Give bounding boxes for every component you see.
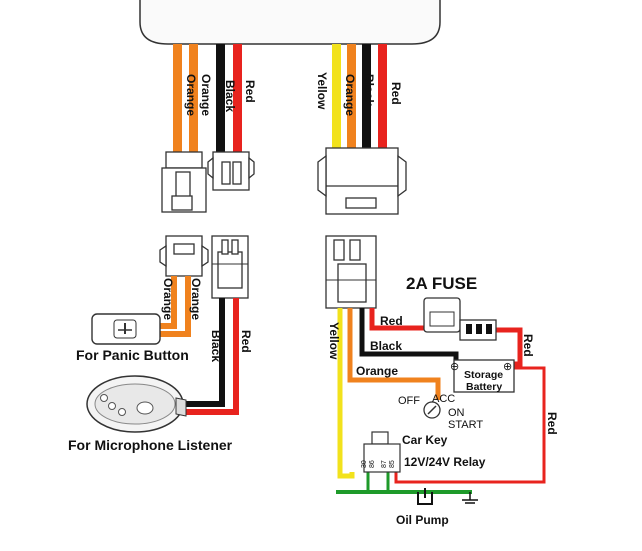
connector-mic-female — [211, 235, 249, 299]
relay-pin-85: 85 — [389, 460, 396, 468]
panic-wire-label-2: Orange — [189, 278, 203, 320]
relay-caption: 12V/24V Relay — [404, 455, 486, 469]
power-wires — [336, 308, 546, 494]
battery-label-line2: Battery — [466, 381, 502, 393]
battery-minus: ⊖ — [450, 361, 459, 373]
fuse-2a — [423, 297, 497, 341]
mic-wire-label-black: Black — [209, 330, 223, 362]
wire-orange-2 — [189, 44, 198, 152]
label-black: Black — [370, 339, 402, 353]
battery-label-line1: Storage — [464, 369, 503, 381]
fuse-title: 2A FUSE — [406, 274, 477, 293]
car-key-caption: Car Key — [402, 433, 448, 447]
storage-battery — [453, 359, 515, 393]
device-wires-left — [173, 44, 242, 152]
wire-label-orange-2: Orange — [199, 74, 213, 116]
wire-black-2 — [362, 44, 371, 148]
microphone-caption: For Microphone Listener — [68, 437, 233, 453]
wire-label-red-1: Red — [243, 80, 257, 103]
connector-power-male — [317, 147, 407, 215]
oil-pump — [417, 488, 433, 505]
wire-label-black-2: Black — [362, 74, 376, 106]
mic-wire-label-red: Red — [239, 330, 253, 353]
connector-panic-female — [159, 235, 209, 277]
key-off: OFF — [398, 395, 420, 407]
relay-12v-24v — [363, 431, 401, 473]
device-wires-right — [332, 44, 387, 148]
car-key-switch — [423, 401, 441, 419]
connector-mic-male — [207, 151, 255, 191]
panic-button-wires — [160, 276, 191, 337]
wire-label-black-1: Black — [223, 80, 237, 112]
battery-plus: ⊕ — [503, 361, 512, 373]
label-red-battery: Red — [521, 334, 535, 357]
panic-wire-label-1: Orange — [161, 278, 175, 320]
label-red-fuse: Red — [380, 314, 403, 328]
wire-yellow-1 — [332, 44, 341, 148]
panic-button-caption: For Panic Button — [76, 347, 189, 363]
connector-panic-male — [161, 151, 207, 213]
wire-label-orange-1: Orange — [184, 74, 198, 116]
wire-label-yellow-1: Yellow — [315, 72, 329, 110]
wire-orange-1 — [173, 44, 182, 152]
tracker-device-body — [139, 0, 441, 45]
microphone-wires — [180, 298, 239, 415]
label-red-relay: Red — [545, 412, 559, 435]
relay-pin-30: 30 — [361, 460, 368, 468]
wire-red-2 — [378, 44, 387, 148]
key-start: START — [448, 419, 483, 431]
relay-pin-86: 86 — [369, 460, 376, 468]
panic-button-device — [91, 313, 161, 345]
key-on: ON — [448, 407, 465, 419]
label-orange: Orange — [356, 364, 398, 378]
wire-orange-3 — [347, 44, 356, 148]
wire-black-1 — [216, 44, 225, 152]
relay-pin-87: 87 — [381, 460, 388, 468]
microphone-device — [86, 375, 187, 433]
oil-pump-caption: Oil Pump — [396, 513, 449, 527]
key-acc: ACC — [432, 393, 455, 405]
wire-label-orange-3: Orange — [343, 74, 357, 116]
label-yellow: Yellow — [327, 322, 341, 360]
wire-red-1 — [233, 44, 242, 152]
ground-symbol — [462, 492, 478, 504]
wire-label-red-2: Red — [389, 82, 403, 105]
connector-power-female — [325, 235, 377, 309]
